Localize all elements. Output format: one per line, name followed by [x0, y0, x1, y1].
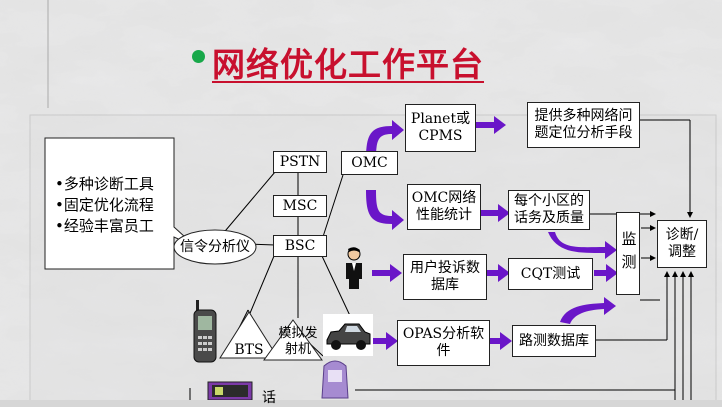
complaint-db-box: 用户投诉数据库: [403, 254, 487, 300]
page-title: 网络优化工作平台: [212, 45, 484, 84]
planet-cpms-box: Planet或CPMS: [405, 104, 476, 152]
car-icon: [323, 314, 373, 356]
person-icon: [346, 247, 362, 289]
cqt-test-box: CQT测试: [508, 258, 593, 290]
drive-test-db-box: 路测数据库: [512, 325, 596, 357]
title-bullet-icon: [192, 50, 205, 63]
bts-triangle: [219, 311, 279, 359]
pstn-node: PSTN: [273, 151, 327, 173]
partial-bottom-label: 话: [262, 390, 276, 406]
cell-traffic-box: 每个小区的话务及质量: [508, 190, 590, 230]
omc-node: OMC: [341, 151, 398, 175]
multi-diagnosis-box: 提供多种网络问题定位分析手段: [527, 102, 640, 148]
callout-item: •经验丰富员工: [55, 217, 154, 235]
callout-item: •多种诊断工具: [55, 175, 154, 193]
signal-analyzer-oval: [173, 229, 257, 265]
sim-transmitter-label: 模拟发射机: [278, 326, 318, 357]
callout-item: •固定优化流程: [55, 196, 154, 214]
diagnose-adjust-box: 诊断/调整: [657, 220, 707, 268]
bsc-node: BSC: [273, 235, 327, 257]
msc-node: MSC: [273, 195, 327, 217]
mobile-phone-icon: [193, 300, 217, 363]
bts-label: BTS: [234, 342, 264, 358]
monitor-box: 监测: [616, 212, 640, 295]
test-device-icon: [207, 381, 253, 400]
sim-transmitter-triangle: [263, 319, 323, 361]
handset-icon: [321, 360, 349, 399]
omc-stats-box: OMC网络性能统计: [407, 184, 481, 230]
signal-analyzer-label: 信令分析仪: [180, 239, 250, 255]
callout-list: •多种诊断工具 •固定优化流程 •经验丰富员工: [55, 174, 154, 237]
opas-box: OPAS分析软件: [397, 320, 490, 366]
